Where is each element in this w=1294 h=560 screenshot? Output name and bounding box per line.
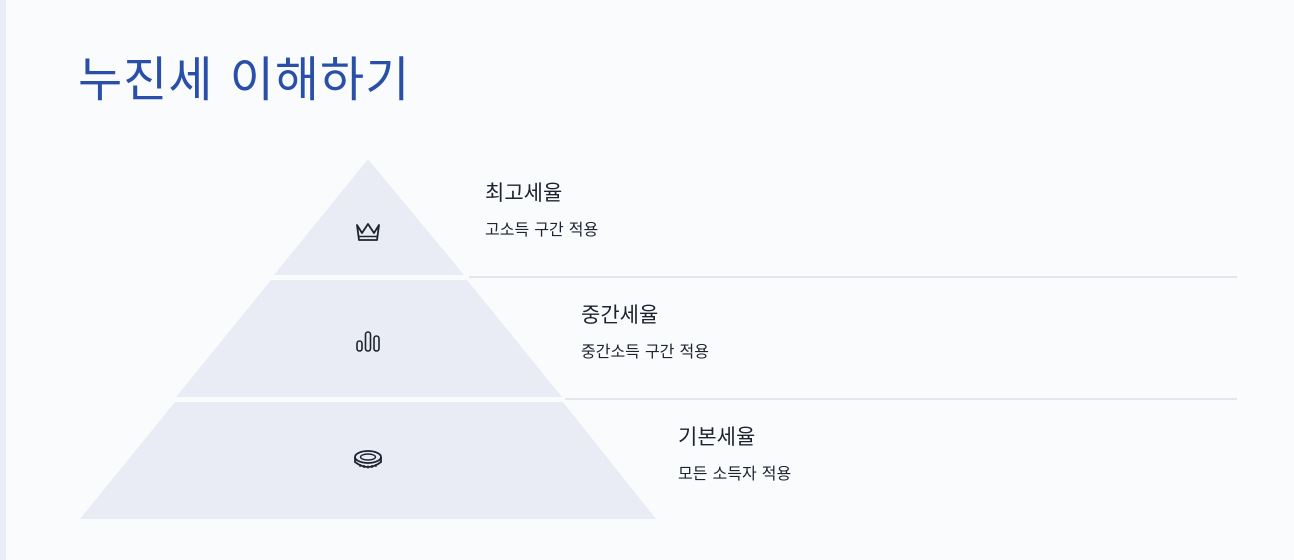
tier-description: 모든 소득자 적용 [678, 464, 792, 484]
bar-chart-icon [352, 325, 384, 357]
tier-middle-text: 중간세율 중간소득 구간 적용 [581, 303, 709, 361]
tier-divider [469, 276, 1237, 278]
tier-title: 기본세율 [678, 425, 756, 449]
tier-bottom-text: 기본세율 모든 소득자 적용 [678, 425, 791, 483]
pyramid-tier-top [274, 159, 464, 275]
tier-title: 최고세율 [485, 181, 563, 205]
pyramid-tier-middle [176, 280, 562, 397]
tier-description: 중간소득 구간 적용 [581, 342, 709, 362]
left-accent-strip [0, 0, 6, 560]
page-title: 누진세 이해하기 [78, 52, 411, 108]
coin-icon [352, 444, 384, 476]
tier-description: 고소득 구간 적용 [485, 220, 599, 240]
crown-icon [352, 216, 384, 248]
tier-divider [565, 398, 1237, 400]
tier-title: 중간세율 [581, 303, 659, 327]
tier-top-text: 최고세율 고소득 구간 적용 [485, 181, 598, 239]
